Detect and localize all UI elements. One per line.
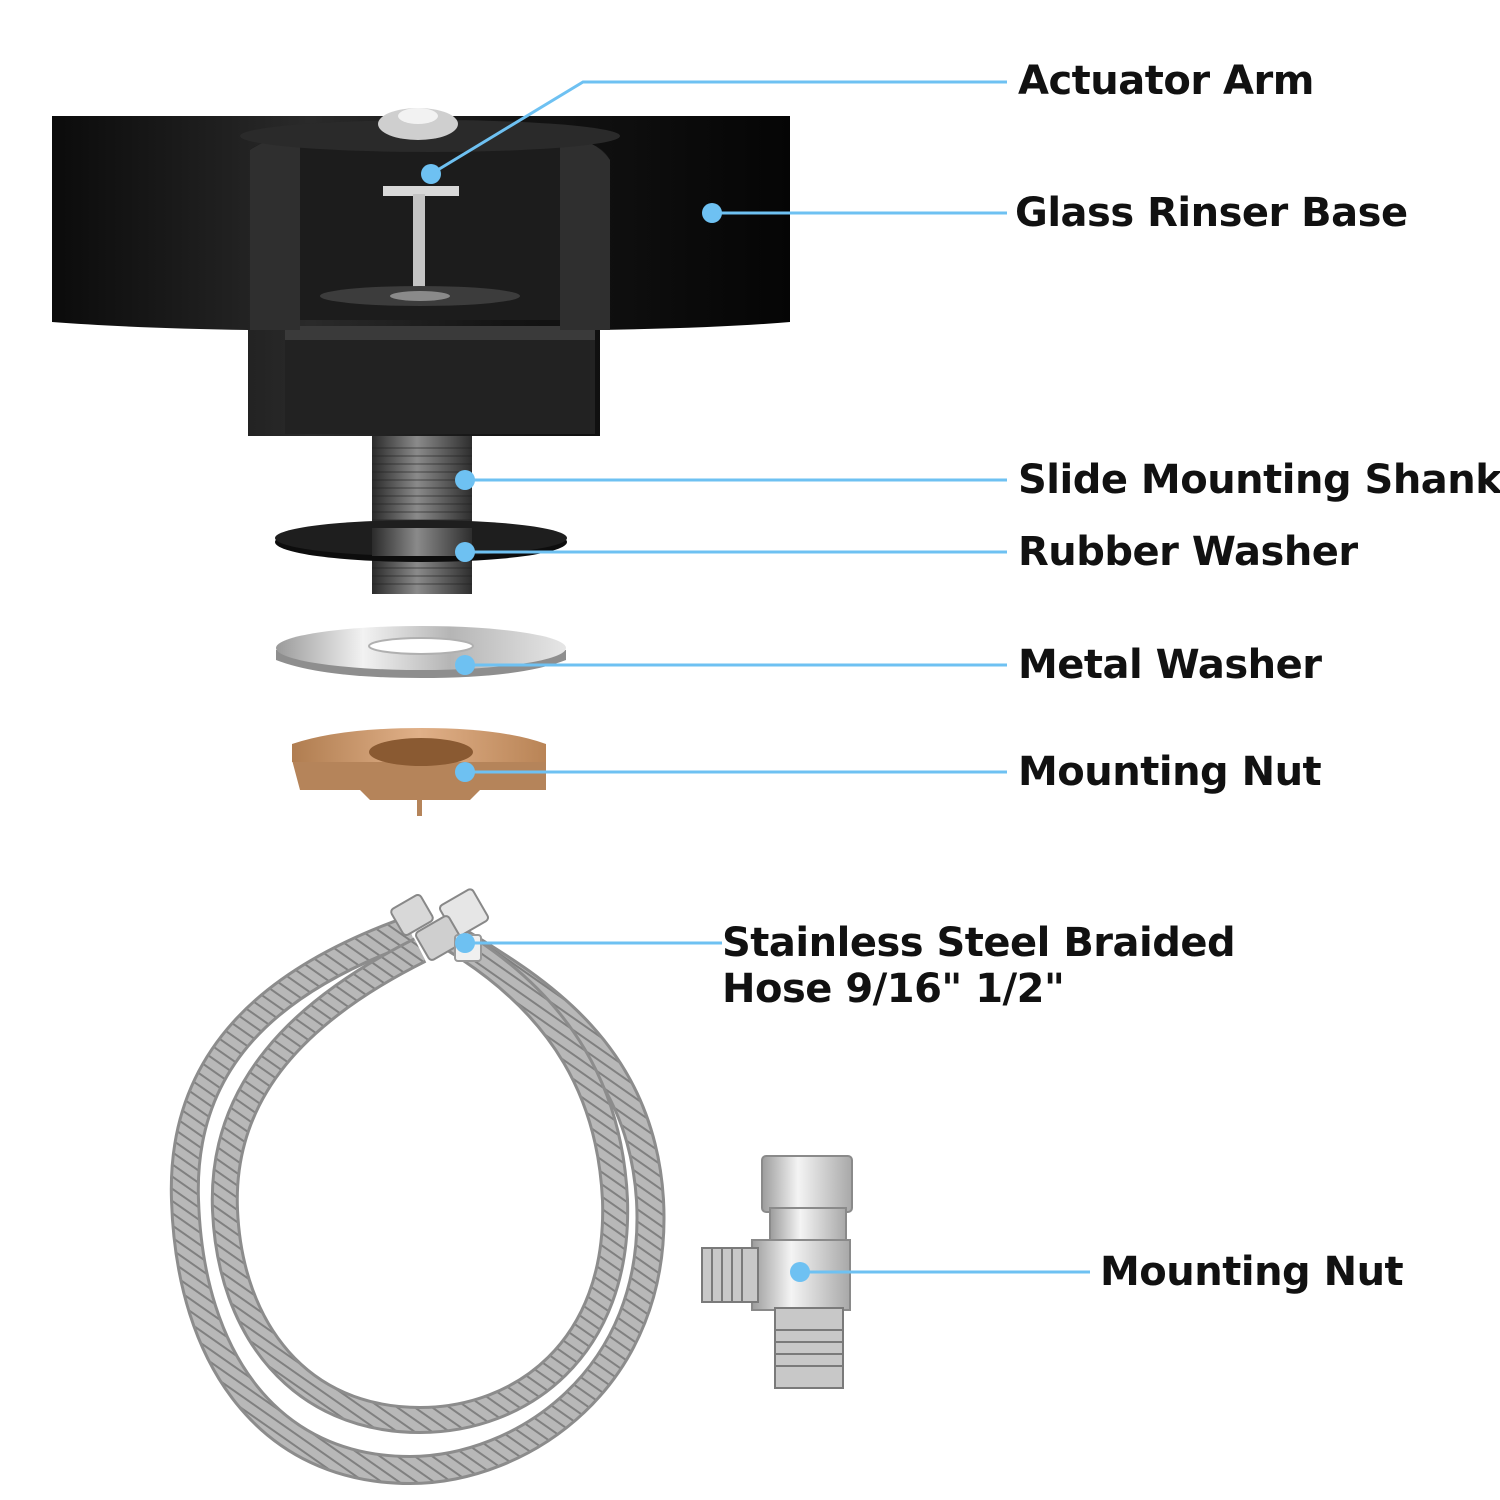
label-rubber-washer: Rubber Washer — [1018, 529, 1358, 575]
actuator-crossbar — [383, 186, 459, 196]
label-tee-mounting-nut: Mounting Nut — [1100, 1249, 1404, 1295]
dot-tee-mounting-nut — [790, 1262, 810, 1282]
dot-metal-washer — [455, 655, 475, 675]
spray-dome-top — [398, 108, 438, 124]
actuator-base-ring — [390, 291, 450, 301]
metal-washer-illustration — [276, 626, 566, 678]
dot-braided-hose — [455, 933, 475, 953]
actuator-stem — [413, 194, 425, 300]
hose-loop-braid — [172, 918, 663, 1483]
label-braided-hose: Stainless Steel Braided Hose 9/16" 1/2" — [722, 920, 1236, 1012]
label-glass-rinser-base: Glass Rinser Base — [1015, 190, 1408, 236]
callout-actuator-arm — [430, 80, 1007, 176]
label-mounting-nut: Mounting Nut — [1018, 749, 1322, 795]
rinser-left-rim — [250, 136, 300, 330]
dot-glass-rinser-base — [702, 203, 722, 223]
dot-rubber-washer — [455, 542, 475, 562]
mounting-nut-illustration — [292, 728, 546, 816]
label-actuator-arm: Actuator Arm — [1018, 58, 1314, 104]
label-braided-hose-line1: Stainless Steel Braided — [722, 920, 1236, 966]
rinser-inner-cutout — [250, 138, 610, 320]
dot-slide-mounting-shank — [455, 470, 475, 490]
braided-hose-illustration — [169, 888, 666, 1486]
tee-valve-illustration — [701, 1155, 853, 1389]
label-metal-washer: Metal Washer — [1018, 642, 1322, 688]
rinser-step — [285, 326, 595, 340]
dot-mounting-nut — [455, 762, 475, 782]
label-braided-hose-line2: Hose 9/16" 1/2" — [722, 966, 1065, 1012]
shank-body — [372, 436, 472, 594]
callout-dots — [421, 164, 810, 1282]
rinser-right-rim — [560, 136, 610, 330]
rinser-lower-block — [285, 338, 595, 434]
dot-actuator-arm — [421, 164, 441, 184]
callout-lines — [430, 80, 1090, 1274]
label-slide-mounting-shank: Slide Mounting Shank — [1018, 457, 1500, 503]
rubber-washer-illustration — [275, 520, 567, 562]
glass-rinser-base-illustration — [52, 108, 790, 436]
mounting-shank-illustration — [372, 436, 472, 594]
